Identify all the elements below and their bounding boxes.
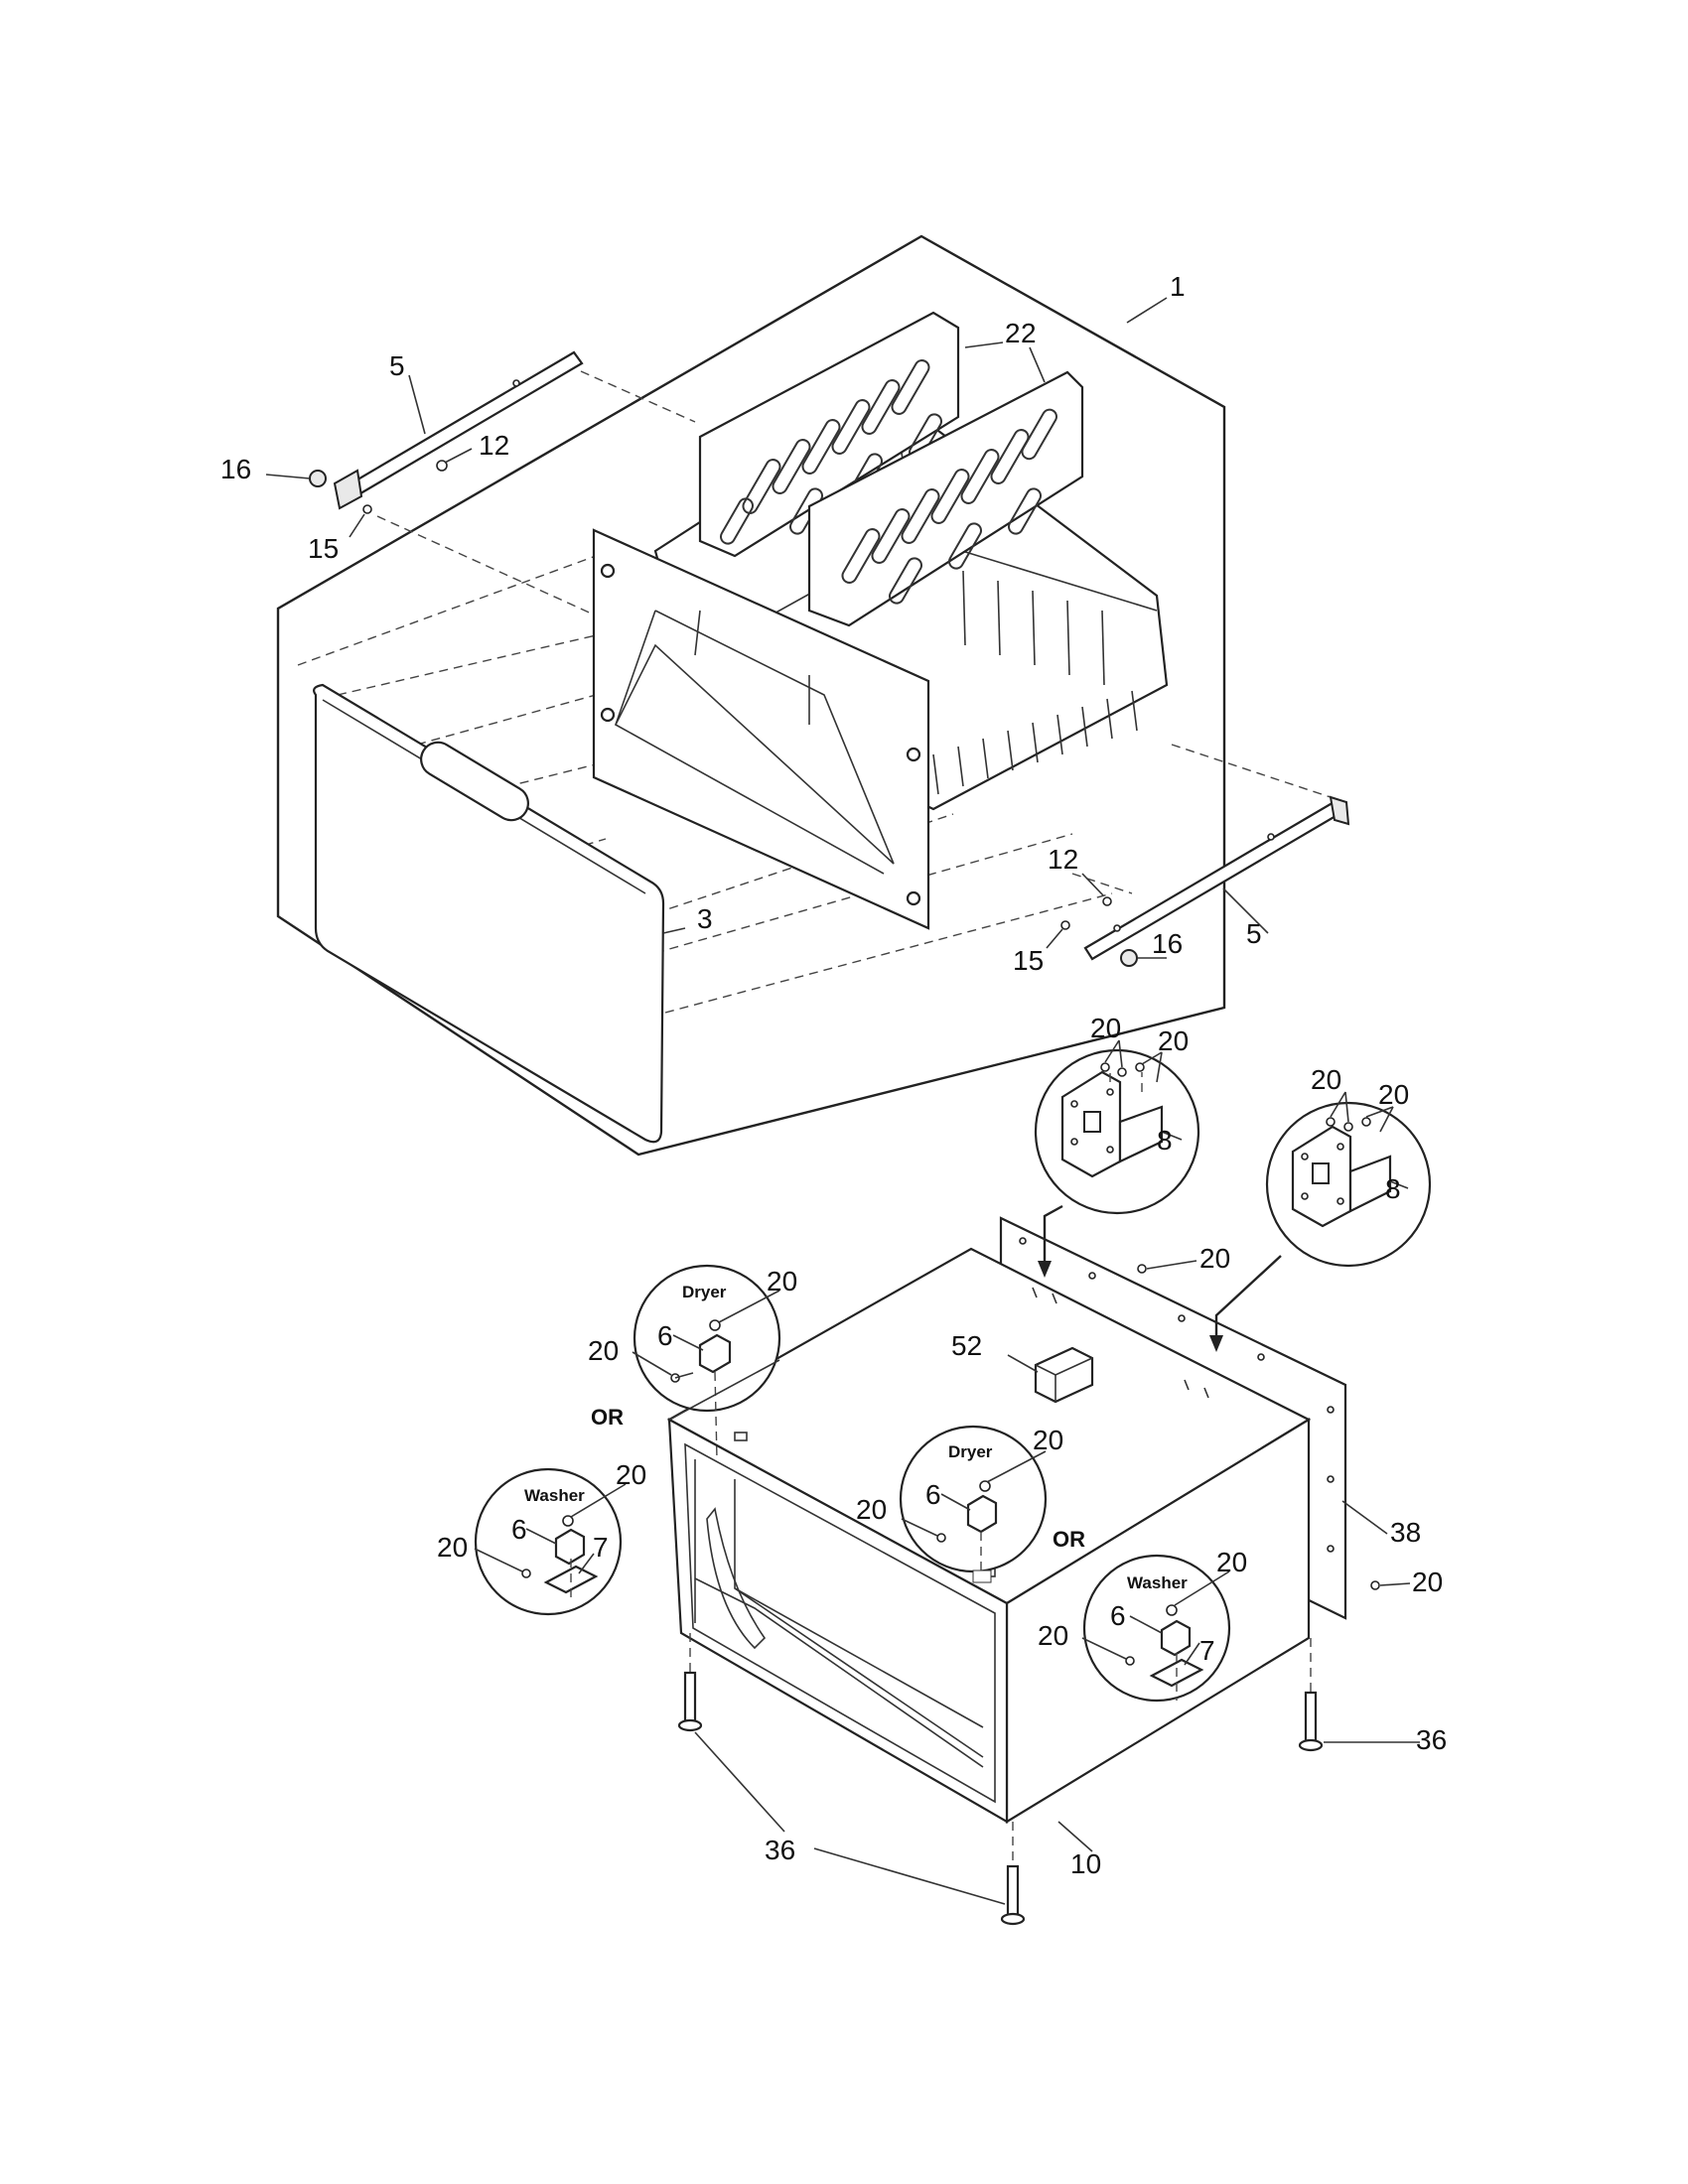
detail-washer-1 [474,1467,627,1616]
leg-left-front [677,1633,703,1732]
assembly-outline [276,234,1226,1157]
callout-15-right: 15 [1013,945,1044,976]
detail-bracket-left [1034,1039,1200,1215]
callout-20-w2a: 20 [1216,1547,1247,1577]
leader-lines-base [694,1260,1420,1905]
callout-38: 38 [1390,1517,1421,1548]
or-label-2: OR [1053,1527,1085,1552]
callout-20-hl-a: 20 [1090,1013,1121,1043]
divider-left [698,311,960,558]
callout-1: 1 [1170,271,1186,302]
pedestal-base [666,1204,1420,1926]
slide-rail-right [1083,795,1350,961]
screw-12-right [1102,896,1112,906]
cabinet-front [667,1418,1009,1824]
callout-20-hl-b: 20 [1158,1025,1189,1056]
callout-20-w1a: 20 [616,1459,646,1490]
callout-2a: 2 [1005,318,1021,348]
washer-1-label: Washer [524,1486,585,1505]
callout-20-d1b: 20 [588,1335,619,1366]
washer-2-label: Washer [1127,1573,1188,1592]
detail-washer-2 [1081,1554,1231,1703]
detail-arrows [1038,1204,1282,1352]
leg-right [1298,1638,1324,1752]
divider-right [807,370,1084,627]
detail-dryer-1 [632,1264,781,1460]
detail-dryer-2 [899,1425,1048,1583]
callout-16-right: 16 [1152,928,1183,959]
callout-20-d2a: 20 [1033,1425,1063,1455]
callout-6-d1: 6 [657,1320,673,1351]
callout-5-top: 5 [389,350,405,381]
callout-6-w2: 6 [1110,1600,1126,1631]
callout-36-left: 36 [765,1835,795,1865]
slide-rail-top [333,350,584,510]
callout-7-w1: 7 [593,1532,609,1563]
drawer-front [313,683,665,1144]
screw-15-right [1060,920,1070,930]
screw-20-top-edge [1137,1264,1147,1274]
callout-20-w2b: 20 [1038,1620,1068,1651]
detail-bracket-right [1265,1091,1432,1268]
callout-8-left: 8 [1157,1125,1173,1156]
dryer-1-label: Dryer [682,1283,727,1301]
callout-6-w1: 6 [511,1514,527,1545]
drawer-frame-panel [592,528,930,930]
back-panel-holes [1019,1237,1335,1553]
callout-20-right-edge: 20 [1412,1567,1443,1597]
callout-10: 10 [1070,1848,1101,1879]
dryer-2-label: Dryer [948,1442,993,1461]
callout-2b: 2 [1021,318,1037,348]
leader-lines-drawer [265,297,1269,959]
callout-8-right: 8 [1385,1173,1401,1204]
nut-16-right [1120,949,1138,967]
screw-12-top [436,460,448,472]
callout-16-top: 16 [220,454,251,484]
callout-6-d2: 6 [925,1479,941,1510]
callout-20-d2b: 20 [856,1494,887,1525]
callout-15-top: 15 [308,533,339,564]
callout-20-hr-b: 20 [1378,1079,1409,1110]
callout-20-top-edge: 20 [1199,1243,1230,1274]
callout-3: 3 [697,903,713,934]
callout-5-right: 5 [1246,918,1262,949]
drawer-assembly [265,234,1350,1157]
leg-bottom [1000,1822,1026,1926]
nut-16-top [309,470,327,487]
callout-20-d1a: 20 [767,1266,797,1297]
callout-36-right: 36 [1416,1724,1447,1755]
screw-20-right-edge [1370,1580,1380,1590]
hardware-right [1060,896,1138,967]
callout-7-w2: 7 [1199,1635,1215,1666]
screw-15-top [362,504,372,514]
callout-20-hr-a: 20 [1311,1064,1341,1095]
or-label-1: OR [591,1405,624,1430]
callout-labels: 1 2 2 3 5 5 12 12 15 15 16 16 8 8 20 20 … [220,271,1447,1879]
callout-12-top: 12 [479,430,509,461]
callout-20-w1b: 20 [437,1532,468,1563]
callout-52: 52 [951,1330,982,1361]
part-52-block [1034,1346,1094,1404]
callout-12-right: 12 [1048,844,1078,875]
